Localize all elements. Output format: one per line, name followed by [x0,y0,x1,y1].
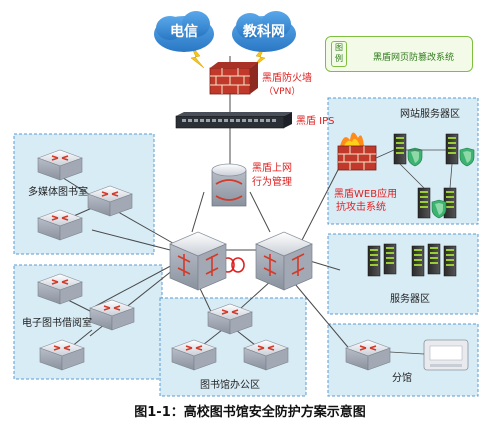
waf-sublabel: 抗攻击系统 [336,202,386,213]
zone-label-website: 网站服务器区 [400,109,460,120]
zone-label-branch: 分馆 [392,373,412,384]
firewall-label: 黑盾防火墙 [262,73,312,84]
server-rack-icon [443,245,457,277]
server-rack-icon [411,245,425,277]
ips-label: 黑盾 IPS [296,116,335,127]
zone-label-multimedia: 多媒体图书室 [28,187,88,198]
web-firewall-icon [337,132,377,171]
firewall-sublabel: （VPN） [264,87,301,97]
branch-device-icon [423,339,469,371]
cloud-icon-telecom [154,11,214,52]
behavior-label: 黑盾上网 [252,163,292,174]
zone-label-server: 服务器区 [390,294,430,305]
cloud-label-edu: 教科网 [243,24,285,40]
web-server-icon [417,187,431,219]
web-server-icon [393,133,407,165]
cloud-icon-edu [232,11,296,52]
zone-label-office: 图书馆办公区 [200,380,260,391]
legend-panel [325,36,473,72]
core-switch-left [169,231,227,291]
ips-appliance-icon [175,112,292,129]
legend-tag: 图例 [331,41,347,67]
server-rack-icon [383,243,397,275]
waf-label: 黑盾WEB应用 [334,189,398,200]
behavior-sublabel: 行为管理 [252,177,292,188]
web-server-icon [445,133,459,165]
server-rack-icon [427,243,441,275]
figure-caption: 图1-1：高校图书馆安全防护方案示意图 [134,405,366,420]
server-rack-icon [367,245,381,277]
zone-label-ebook: 电子图书借阅室 [22,318,92,329]
firewall-icon [209,62,258,95]
legend-label: 黑盾网页防篡改系统 [373,53,455,63]
behavior-management-icon [211,163,247,207]
cloud-label-telecom: 电信 [170,24,198,40]
core-switch-right [255,231,313,291]
